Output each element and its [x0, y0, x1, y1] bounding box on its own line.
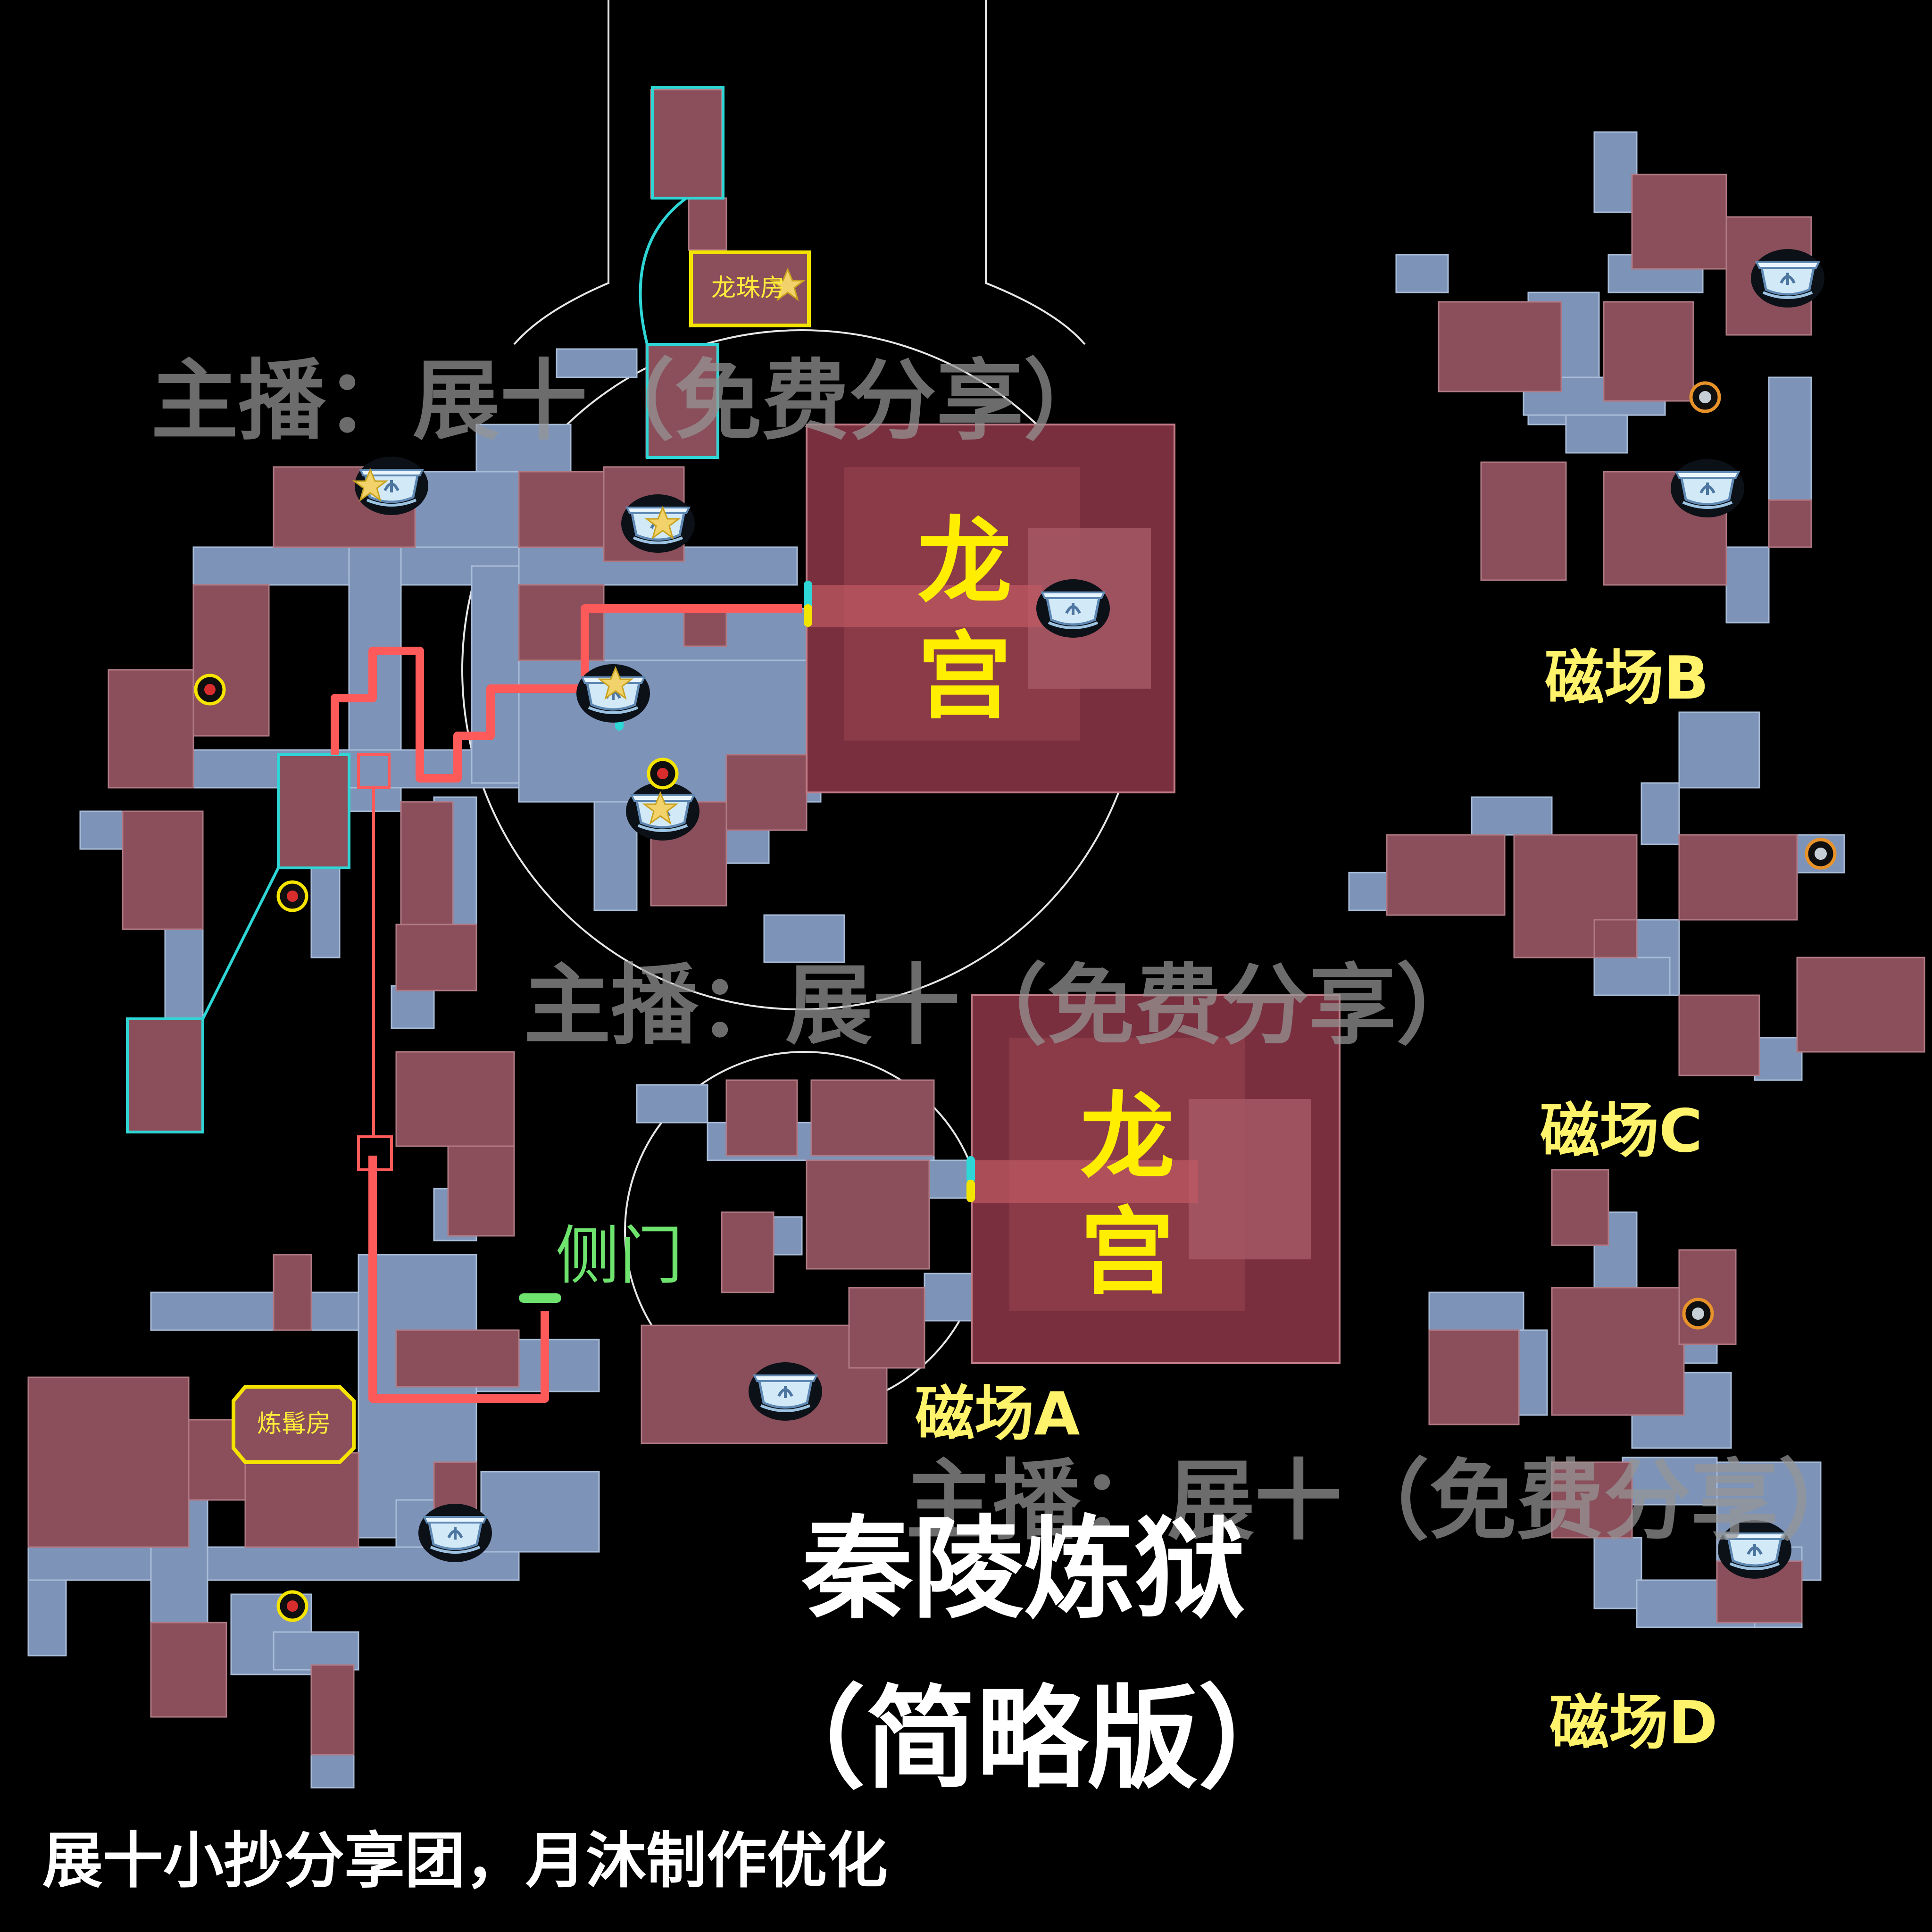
watermark-top: 主播：展十（免费分享） [151, 350, 1111, 452]
dragon-palace-upper [806, 424, 1175, 793]
map-subtitle: （简略版） [755, 1675, 1309, 1804]
rooms [27, 89, 1925, 1756]
forge-room-label: 炼髯房 [257, 1410, 331, 1438]
watermark-bottom: 主播：展十（免费分享） [906, 1450, 1865, 1552]
dragon-pearl-room-label: 龙珠房 [711, 274, 785, 302]
door-markers [804, 604, 975, 1202]
dragon-palace-upper-label: 龙宫 [917, 507, 1012, 732]
magnetic-field-d-label: 磁场D [1549, 1688, 1718, 1757]
route-connector [357, 753, 393, 1171]
dragon-palace-lower [971, 994, 1341, 1364]
credit-line: 展十小抄分享团，月沐制作优化 [42, 1826, 888, 1896]
watermark-middle: 主播：展十（免费分享） [524, 955, 1483, 1057]
map-title: 秦陵炼狱 [802, 1505, 1245, 1634]
side-door-label: 侧门 [556, 1219, 683, 1293]
forge-room-box [232, 1385, 356, 1464]
magnetic-field-b-label: 磁场B [1545, 643, 1709, 713]
dragon-palace-lower-label: 龙宫 [1080, 1083, 1175, 1307]
magnetic-field-c-label: 磁场C [1540, 1096, 1703, 1166]
magnetic-field-a-label: 磁场A [915, 1379, 1080, 1449]
